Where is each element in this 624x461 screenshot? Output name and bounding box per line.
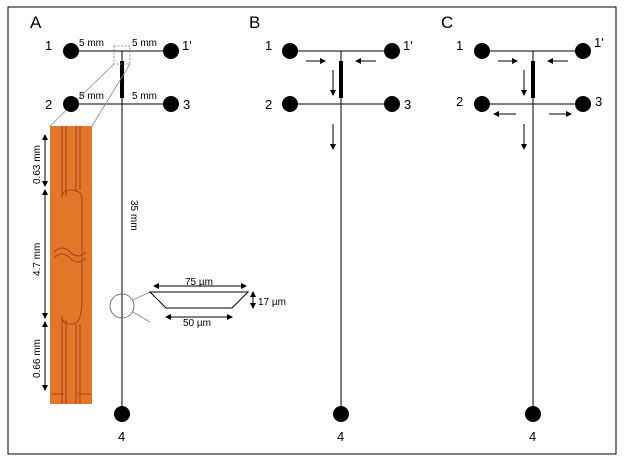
- panel-a-port-3-label: 3: [183, 97, 190, 112]
- panel-a-port-1prime: [163, 43, 179, 59]
- panel-c: C 1 1' 2 3 4: [441, 13, 604, 444]
- cross-section-height-label: 17 µm: [258, 297, 286, 308]
- panel-a-port-1: [63, 43, 79, 59]
- panel-b-port-2-label: 2: [265, 97, 272, 112]
- inset-break-mark-bottom: [53, 253, 87, 263]
- panel-a-main-channel-length: 35 mm: [128, 200, 139, 231]
- panel-b-port-3-label: 3: [404, 97, 411, 112]
- panel-b-port-2: [282, 96, 298, 112]
- panel-a-mid-right-length: 5 mm: [132, 91, 157, 102]
- inset-dim-top-label: 0.63 mm: [32, 145, 43, 184]
- cross-section-callout-circle: [109, 293, 135, 319]
- panel-b-port-1prime: [384, 43, 400, 59]
- cross-section-guide-bottom: [132, 311, 151, 323]
- panel-c-port-3: [575, 96, 591, 112]
- panel-a-port-1prime-label: 1': [182, 38, 192, 53]
- panel-b-port-1-label: 1: [265, 38, 272, 53]
- panel-a-zoom-guide-right: [91, 63, 131, 127]
- panel-b-port-4: [333, 406, 349, 422]
- figure-border: [7, 6, 617, 455]
- panel-a-port-3: [163, 96, 179, 112]
- panel-a-port-4-label: 4: [118, 429, 125, 444]
- panel-a-top-right-length: 5 mm: [132, 38, 157, 49]
- panel-a-label: A: [30, 13, 42, 32]
- cross-section-top-width-label: 75 µm: [185, 277, 213, 288]
- panel-c-port-1prime: [575, 43, 591, 59]
- panel-c-port-2-label: 2: [456, 94, 463, 109]
- panel-b-port-1prime-label: 1': [403, 38, 413, 53]
- panel-c-port-4: [525, 406, 541, 422]
- panel-c-port-1: [474, 43, 490, 59]
- panel-b-label: B: [249, 13, 260, 32]
- panel-c-port-3-label: 3: [595, 94, 602, 109]
- panel-a-top-left-length: 5 mm: [79, 38, 104, 49]
- panel-b: B 1 1' 2 3 4: [249, 13, 413, 444]
- panel-a-zoom-box: [113, 45, 131, 65]
- panel-b-port-3: [384, 96, 400, 112]
- panel-a-port-2-label: 2: [45, 97, 52, 112]
- panel-c-port-1prime-label: 1': [594, 35, 604, 50]
- panel-a-port-2: [63, 96, 79, 112]
- panel-b-port-4-label: 4: [337, 429, 344, 444]
- panel-b-port-1: [282, 43, 298, 59]
- inset-dim-bottom-label: 0.66 mm: [32, 339, 43, 378]
- panel-a-port-1-label: 1: [45, 38, 52, 53]
- panel-c-port-2: [474, 96, 490, 112]
- cross-section-guide-top: [132, 291, 151, 301]
- panel-a-mid-left-length: 5 mm: [79, 91, 104, 102]
- panel-a-inset-micrograph: [50, 126, 92, 404]
- inset-dim-middle-label: 4.7 mm: [32, 243, 43, 276]
- panel-c-label: C: [441, 13, 453, 32]
- inset-background: [50, 126, 92, 404]
- inset-break-mark-top: [53, 247, 87, 257]
- panel-a-zoom-guide-left: [49, 63, 115, 127]
- panel-a: A 1 1' 2 3 4 5 mm 5 mm 5 mm 5 mm 35 mm: [30, 13, 286, 444]
- cross-section-bottom-width-label: 50 µm: [183, 318, 211, 329]
- panel-a-port-4: [114, 406, 130, 422]
- panel-c-port-4-label: 4: [529, 429, 536, 444]
- cross-section-trapezoid: [148, 291, 250, 309]
- panel-c-port-1-label: 1: [456, 38, 463, 53]
